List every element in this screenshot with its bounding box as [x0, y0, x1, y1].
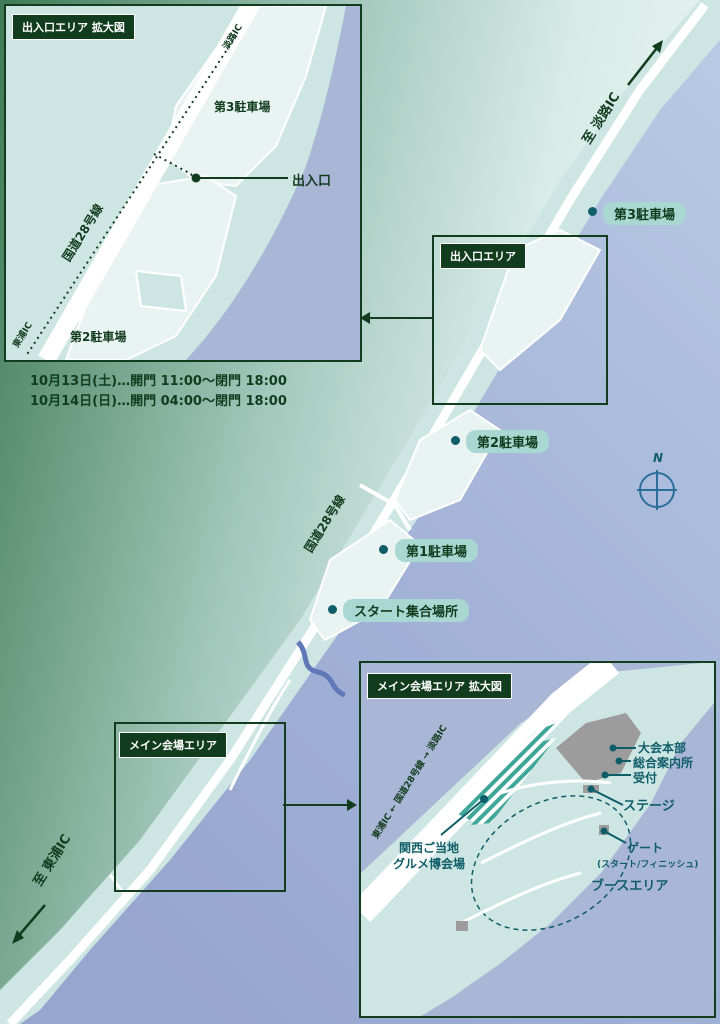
- venue-stage-label: ステージ: [623, 799, 675, 814]
- river: [296, 640, 347, 698]
- parking-1-label[interactable]: 第1駐車場: [395, 539, 479, 562]
- inset-pond: [134, 269, 188, 313]
- parking-3-label[interactable]: 第3駐車場: [603, 202, 687, 225]
- venue-inset-map: [361, 663, 714, 1016]
- venue-reception-label: 受付: [633, 771, 658, 785]
- entrance-area-badge: 出入口エリア: [440, 243, 526, 269]
- venue-path: [500, 779, 612, 795]
- entrance-inset-map: [25, 6, 360, 360]
- start-area-marker: [328, 605, 337, 614]
- compass-rose-icon: [637, 470, 677, 510]
- venue-path: [460, 871, 582, 925]
- inset-road: [38, 6, 261, 360]
- parking-2-marker: [451, 436, 460, 445]
- hours-line-2: 10月14日(日)…開門 04:00～閉門 18:00: [30, 394, 287, 409]
- inset-sea: [186, 6, 360, 360]
- venue-info-label: 総合案内所: [633, 756, 694, 770]
- north-arrow-icon: [627, 40, 663, 86]
- inset-parking-2-label: 第2駐車場: [70, 330, 127, 344]
- main-venue-badge: メイン会場エリア: [119, 732, 227, 758]
- venue-hq-label: 大会本部: [638, 741, 687, 755]
- entrance-inset: 出入口エリア 拡大図 第3駐車場 第2駐車場 出入口 国道28号線 淡路IC 東…: [4, 4, 362, 362]
- side-road: [359, 483, 412, 532]
- entrance-inset-title: 出入口エリア 拡大図: [12, 14, 135, 40]
- south-arrow-icon: [12, 904, 46, 944]
- venue-gourmet-area-2: [471, 738, 556, 825]
- parking-3-marker: [588, 207, 597, 216]
- venue-path: [480, 811, 602, 865]
- venue-inset: メイン会場エリア 拡大図 東浦IC ← 国道28号線 → 淡路IC 大会本部 総…: [359, 661, 716, 1018]
- inset-entrance-dot: [191, 173, 201, 183]
- parking-2-label[interactable]: 第2駐車場: [466, 430, 550, 453]
- venue-road: [361, 663, 620, 922]
- venue-booth-area: [470, 795, 632, 931]
- hours-line-1: 10月13日(土)…開門 11:00～閉門 18:00: [30, 374, 287, 389]
- venue-gourmet-label-2: グルメ博会場: [393, 857, 466, 871]
- inset-parking-3-label: 第3駐車場: [214, 100, 271, 114]
- entrance-connector-arrow: [360, 312, 432, 324]
- venue-booth-label: ブースエリア: [591, 879, 669, 894]
- inset-entrance-label: 出入口: [292, 174, 332, 189]
- parking-1-marker: [379, 545, 388, 554]
- main-venue-frame[interactable]: [114, 722, 286, 892]
- venue-gate-sub-label: (スタート/フィニッシュ): [597, 860, 699, 870]
- start-area-label[interactable]: スタート集合場所: [343, 599, 470, 622]
- venue-gourmet-label-1: 関西ご当地: [399, 841, 460, 855]
- venue-gourmet-leader: [440, 798, 485, 836]
- entrance-area-frame[interactable]: [432, 235, 608, 405]
- inset-path-dotted: [153, 153, 195, 182]
- venue-inset-title: メイン会場エリア 拡大図: [367, 673, 512, 699]
- venue-hq-building: [556, 713, 641, 783]
- venue-gate-label: ゲート: [627, 841, 664, 855]
- side-road: [228, 679, 292, 791]
- venue-small-building: [456, 921, 468, 931]
- venue-connector-arrow: [283, 799, 357, 811]
- inset-road-dotted: [25, 35, 237, 357]
- compass-north-label: N: [653, 451, 664, 465]
